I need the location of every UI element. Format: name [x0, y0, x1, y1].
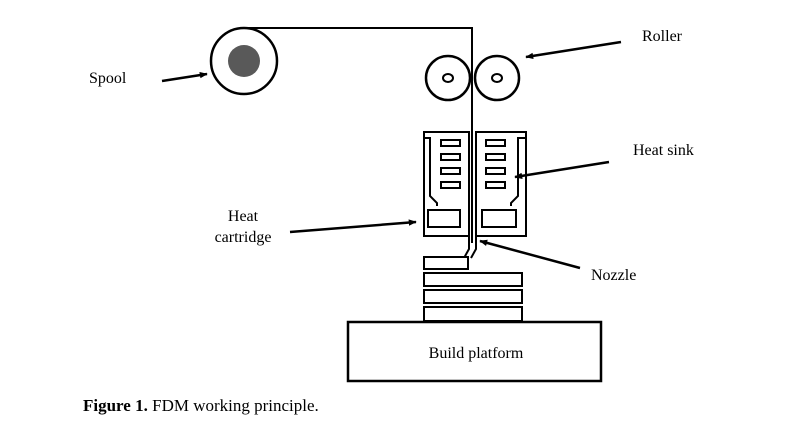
build-platform-label: Build platform: [429, 345, 524, 362]
heat-sink-left-fin: [440, 181, 461, 189]
layer: [423, 306, 523, 322]
nozzle-pointer-arrow: [479, 239, 581, 270]
heat-sink-left-profile: [423, 132, 438, 206]
heat-sink-right-profile: [510, 132, 527, 206]
heat-sink-pointer-arrow: [514, 160, 610, 180]
heat-sink-right-fin: [485, 139, 506, 147]
heat-sink-left-fin: [440, 139, 461, 147]
figure-caption-text: FDM working principle.: [147, 396, 319, 415]
build-platform: [346, 320, 603, 383]
printed-layers: [423, 256, 523, 322]
heat-sink-right-fin: [485, 153, 506, 161]
layer: [423, 289, 523, 304]
nozzle: [463, 236, 477, 259]
layer: [423, 272, 523, 287]
roller-right-hub: [491, 73, 503, 83]
heat-sink-right-fin: [485, 167, 506, 175]
heat-cartridge-right: [481, 209, 517, 228]
spool-label: Spool: [89, 70, 127, 87]
roller-pair: [424, 54, 521, 102]
roller-pointer-arrow: [525, 40, 622, 60]
heat-cartridge-label-line2: cartridge: [215, 229, 272, 246]
spool-core: [228, 45, 260, 77]
heat-sink: [423, 131, 527, 237]
spool-pointer-arrow: [161, 71, 208, 83]
figure-caption-prefix: Figure 1.: [83, 396, 148, 415]
heat-sink-left-fin: [440, 153, 461, 161]
heat-cartridge-label-line1: Heat: [228, 208, 259, 225]
filament-path: [244, 27, 473, 243]
nozzle-label: Nozzle: [591, 267, 636, 284]
spool: [209, 26, 279, 96]
figure-caption: Figure 1. FDM working principle.: [83, 396, 319, 416]
heat-cartridge-left: [427, 209, 461, 228]
heat-sink-right-fin: [485, 181, 506, 189]
roller-label: Roller: [642, 28, 683, 45]
layer-top: [423, 256, 469, 270]
roller-left-hub: [442, 73, 454, 83]
heat-cartridge-pointer-arrow: [289, 219, 417, 234]
heat-sink-label: Heat sink: [633, 142, 694, 159]
heat-sink-left-fin: [440, 167, 461, 175]
